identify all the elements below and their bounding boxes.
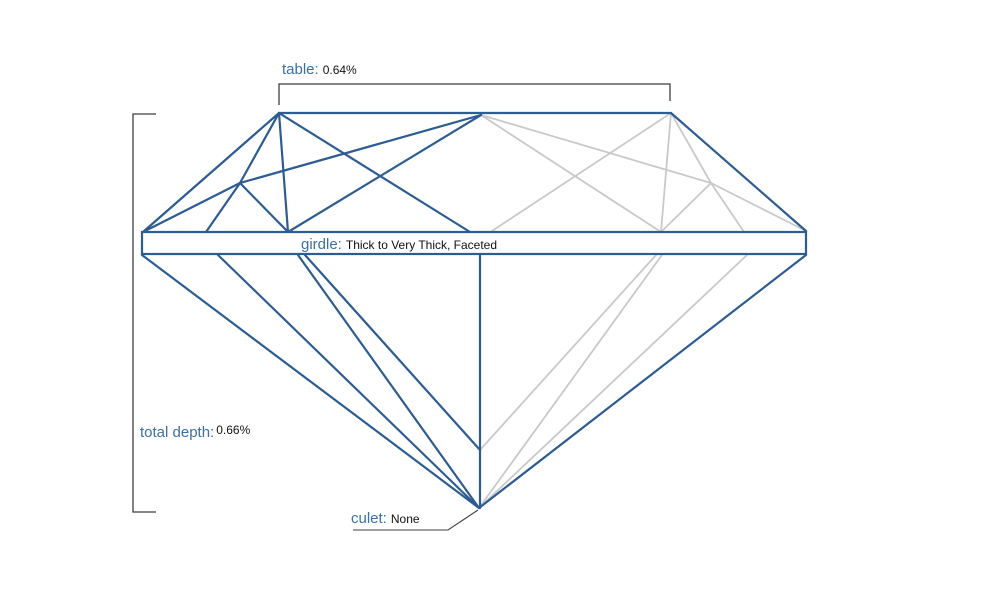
blue-facet-line [296,253,481,510]
girdle-label-name: girdle: [301,236,342,253]
facet-lines [140,111,808,510]
total-depth-label: total depth:0.66% [140,424,250,442]
blue-facet-line [669,111,808,233]
table-label: table:0.64% [282,62,357,79]
table-width-bracket [278,83,671,105]
total-depth-label-value: 0.66% [216,423,251,437]
blue-facet-line [277,111,472,234]
blue-facet-line [141,111,281,234]
blue-facet-line [238,181,290,234]
blue-facet-line [303,253,482,452]
gray-facet-line [660,182,712,233]
gray-facet-line [478,254,748,509]
blue-facet-line [141,181,242,234]
gray-facet-line [710,182,807,232]
blue-facet-line [238,111,281,185]
gray-facet-line [670,112,712,184]
gray-facet-line [480,114,662,233]
gray-facet-line [491,112,672,232]
blue-facet-line [477,253,808,510]
girdle-band-group [140,230,808,256]
table-label-name: table: [282,61,319,78]
gray-facet-line [479,254,657,451]
girdle-label: girdle:Thick to Very Thick, Faceted [301,237,497,254]
blue-facet-line [277,111,290,234]
blue-facet-line [204,181,242,234]
culet-label-value: None [390,512,420,526]
total-depth-bracket [132,113,156,513]
mirror-facet-lines [478,112,807,509]
total-depth-label-name: total depth: [140,424,215,441]
culet-label-name: culet: [351,510,387,527]
gray-facet-line [660,112,672,233]
gray-facet-line [710,182,745,233]
blue-facet-line [140,253,481,510]
culet-label: culet:None [351,511,420,528]
culet-leader-line [353,509,479,531]
gray-facet-line [478,254,663,509]
girdle-band [140,230,808,256]
blue-facet-line [238,113,483,185]
gray-facet-line [480,114,712,184]
girdle-label-value: Thick to Very Thick, Faceted [345,238,498,252]
blue-facet-line [286,113,483,234]
table-label-value: 0.64% [322,63,357,77]
measurement-annotations [132,83,671,531]
blue-facet-line [216,253,481,510]
